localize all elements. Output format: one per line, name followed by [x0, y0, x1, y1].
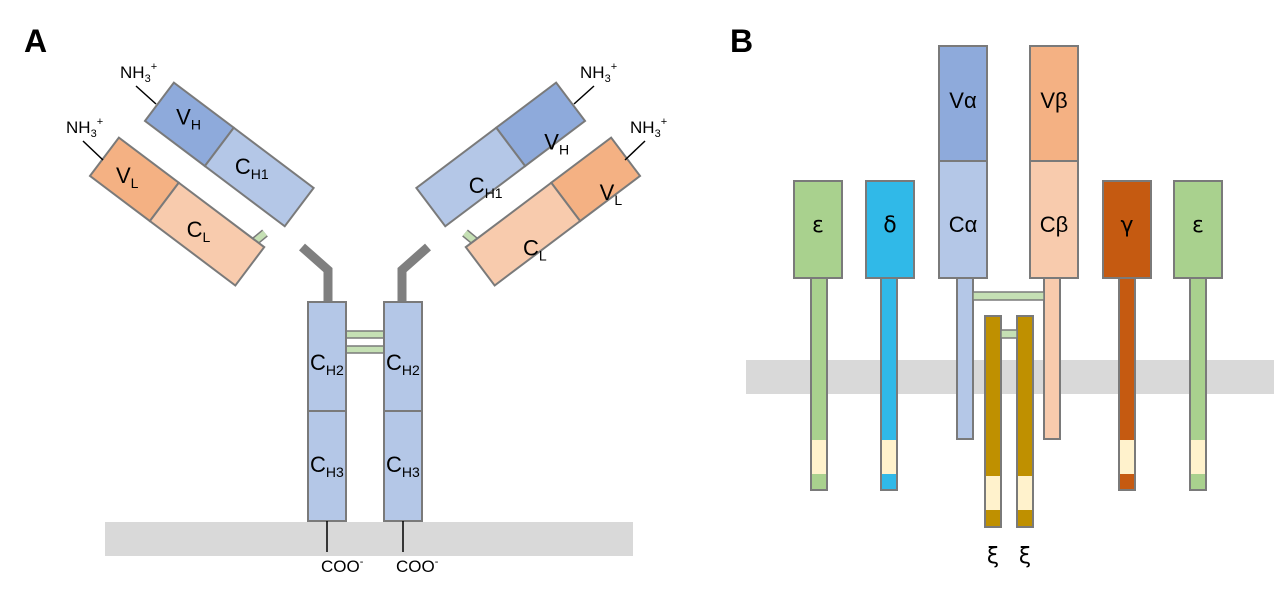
- cd3-epsilon-left-itam: [812, 440, 826, 474]
- zeta-chain-left: [984, 315, 1002, 528]
- cd3-gamma-label: γ: [1120, 213, 1133, 238]
- hinge-right: [397, 243, 431, 302]
- membrane-a: [105, 522, 633, 556]
- cl-right-label: CL: [523, 236, 547, 264]
- zeta-chain-right: [1016, 315, 1034, 528]
- cd3-delta-label: δ: [883, 213, 896, 238]
- panel-b-letter: B: [730, 23, 753, 59]
- light-arm-right: VL CL: [464, 136, 642, 287]
- nh3-line-vh-right: [573, 85, 595, 105]
- tcr-v-alpha-label: Vα: [949, 88, 977, 113]
- ch1-left-label: CH1: [235, 154, 269, 182]
- ch3-right: [383, 410, 423, 522]
- cd3-epsilon-right-tail: [1189, 277, 1207, 491]
- vh-left-label: VH: [176, 104, 201, 132]
- cd3-delta-head: [865, 180, 915, 279]
- tcr-alpha-tail: [956, 277, 974, 440]
- ch3-left-label: CH3: [310, 452, 344, 480]
- disulfide-bond-1: [345, 330, 385, 339]
- cd3-epsilon-left-head: [793, 180, 843, 279]
- zeta-chain-right-itam: [1018, 476, 1032, 510]
- nh3-label-vl-left: NH3+: [66, 116, 103, 140]
- cd3-epsilon-right-head: [1173, 180, 1223, 279]
- cd3-epsilon-left-tail: [810, 277, 828, 491]
- ch1-right: [414, 126, 527, 228]
- coo-label-left: COO-: [321, 556, 364, 576]
- ch2-right-label: CH2: [386, 350, 420, 378]
- heavy-arm-left: VH CH1: [143, 81, 316, 228]
- zeta-left-label: ξ: [987, 544, 999, 569]
- tcr-v-beta-label: Vβ: [1040, 88, 1067, 113]
- light-arm-left: VL CL: [88, 136, 266, 287]
- cd3-gamma-tail: [1118, 277, 1136, 491]
- tcr-c-beta-label: Cβ: [1040, 212, 1069, 237]
- membrane-b: [746, 360, 1274, 394]
- cl-left-label: CL: [187, 217, 211, 245]
- cd3-epsilon-left-label: ε: [812, 213, 824, 238]
- nh3-label-vl-right: NH3+: [630, 116, 667, 140]
- alpha-beta-disulfide: [972, 291, 1045, 301]
- ch3-right-label: CH3: [386, 452, 420, 480]
- vl-left-label: VL: [116, 163, 139, 191]
- disulfide-bond-2: [345, 345, 385, 354]
- tcr-beta-tail: [1043, 277, 1061, 440]
- nh3-label-vh-left: NH3+: [120, 61, 157, 85]
- hinge-left: [299, 243, 333, 302]
- cd3-gamma-itam: [1120, 440, 1134, 474]
- tcr-v-alpha: [938, 45, 988, 162]
- nh3-line-vl-left: [82, 140, 104, 161]
- ch2-left-label: CH2: [310, 350, 344, 378]
- zeta-disulfide: [1000, 329, 1018, 339]
- nh3-line-vh-left: [135, 85, 157, 105]
- cl-left: [148, 181, 266, 287]
- ch1-right-label: CH1: [469, 173, 503, 201]
- cl-right: [464, 181, 582, 287]
- zeta-chain-left-itam: [986, 476, 1000, 510]
- nh3-line-vl-right: [624, 140, 646, 161]
- cd3-epsilon-right-label: ε: [1192, 213, 1204, 238]
- tcr-c-alpha: [938, 160, 988, 279]
- vh-right-label: VH: [544, 130, 569, 158]
- ch2-left: [307, 301, 347, 412]
- heavy-arm-right: VH CH1: [414, 81, 587, 228]
- ch1-left: [203, 126, 316, 228]
- coo-label-right: COO-: [396, 556, 439, 576]
- vl-right-label: VL: [600, 180, 623, 208]
- nh3-label-vh-right: NH3+: [580, 61, 617, 85]
- cd3-delta-itam: [882, 440, 896, 474]
- cd3-epsilon-right-itam: [1191, 440, 1205, 474]
- cd3-delta-tail: [880, 277, 898, 491]
- panel-a-letter: A: [24, 23, 47, 59]
- tcr-c-alpha-label: Cα: [949, 212, 978, 237]
- zeta-right-label: ξ: [1019, 544, 1031, 569]
